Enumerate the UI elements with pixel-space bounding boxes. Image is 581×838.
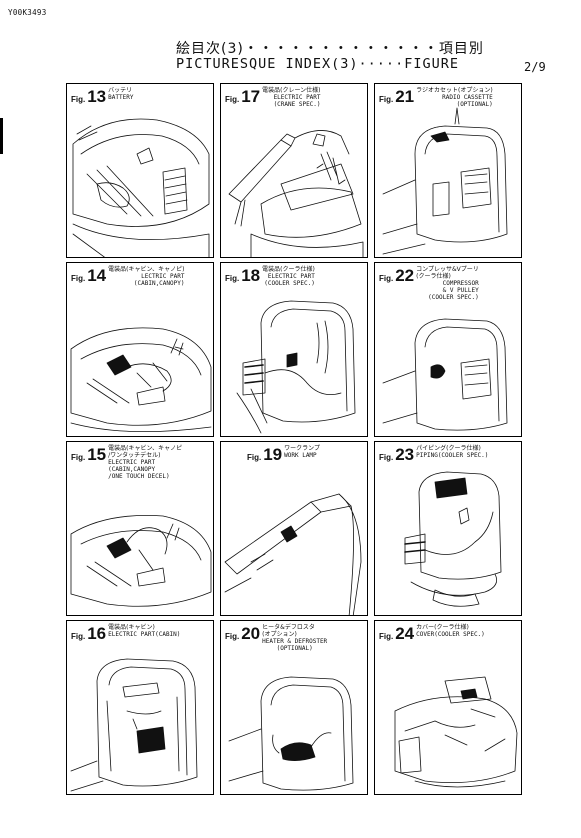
caption-japanese: 電装品(クレーン仕様) bbox=[262, 87, 321, 94]
figure-label: Fig. bbox=[225, 274, 240, 283]
figure-panel-14[interactable]: Fig. 14 電装品(キャビン、キャノピ)LECTRIC PART (CABI… bbox=[66, 262, 214, 437]
caption-japanese: 電装品(キャビン、キャノピ) bbox=[108, 266, 185, 273]
caption-english: PIPING(COOLER SPEC.) bbox=[416, 452, 489, 459]
cover-cooler-illustration bbox=[394, 676, 518, 788]
figure-panel-16[interactable]: Fig. 16 電装品(キャビン)ELECTRIC PART(CABIN) bbox=[66, 620, 214, 795]
figure-label: Fig. bbox=[71, 95, 86, 104]
figure-label: Fig. bbox=[225, 95, 240, 104]
caption-japanese: 電装品(キャビン) bbox=[108, 624, 155, 631]
caption-japanese: ワークランプ bbox=[284, 445, 320, 452]
caption-english: ELECTRIC PART(CABIN) bbox=[108, 631, 181, 638]
figure-label: Fig. bbox=[247, 453, 262, 462]
figure-number: 17 bbox=[241, 87, 261, 106]
figure-number: 21 bbox=[395, 87, 415, 106]
caption-english: ELECTRIC PART (COOLER SPEC.) bbox=[264, 273, 315, 287]
battery-illustration bbox=[72, 118, 210, 257]
figure-number: 13 bbox=[87, 87, 107, 106]
caption-japanese: パイピング(クーラ仕様) bbox=[416, 445, 481, 452]
radio-cassette-illustration bbox=[382, 107, 508, 255]
figure-number: 22 bbox=[395, 266, 415, 285]
caption-japanese: 電装品(クーラ仕様) bbox=[262, 266, 315, 273]
electric-part-cabin-illustration bbox=[70, 658, 198, 792]
caption-english: COMPRESSOR & V PULLEY (COOLER SPEC.) bbox=[428, 280, 479, 301]
page-title-japanese: 絵目次(3)・・・・・・・・・・・・・項目別 bbox=[176, 41, 484, 57]
caption-english: LECTRIC PART (CABIN,CANOPY) bbox=[133, 273, 185, 287]
figure-panel-21[interactable]: Fig. 21 ラジオカセット(オプション)RADIO CASSETTE (OP… bbox=[374, 83, 522, 258]
document-id: Y00K3493 bbox=[8, 8, 47, 17]
figure-panel-20[interactable]: Fig. 20 ヒータ&デフロスタ (オプション)HEATER & DEFROS… bbox=[220, 620, 368, 795]
figure-panel-15[interactable]: Fig. 15 電装品(キャビン、キャノピ /ワンタッチデセル)ELECTRIC… bbox=[66, 441, 214, 616]
figure-panel-18[interactable]: Fig. 18 電装品(クーラ仕様)ELECTRIC PART (COOLER … bbox=[220, 262, 368, 437]
figure-number: 16 bbox=[87, 624, 107, 643]
figure-panel-24[interactable]: Fig. 24 カバー(クーラ仕様)COVER(COOLER SPEC.) bbox=[374, 620, 522, 795]
figure-panel-22[interactable]: Fig. 22 コンプレッサ&Vプーリ (クーラ仕様)COMPRESSOR & … bbox=[374, 262, 522, 437]
caption-japanese: カバー(クーラ仕様) bbox=[416, 624, 469, 631]
figure-panel-23[interactable]: Fig. 23 パイピング(クーラ仕様)PIPING(COOLER SPEC.) bbox=[374, 441, 522, 616]
caption-english: COVER(COOLER SPEC.) bbox=[416, 631, 485, 638]
caption-english: ELECTRIC PART (CABIN,CANOPY /ONE TOUCH D… bbox=[108, 459, 170, 480]
figure-number: 15 bbox=[87, 445, 107, 464]
page-number: 2/9 bbox=[524, 60, 546, 74]
electric-part-cooler-illustration bbox=[236, 300, 356, 434]
caption-english: BATTERY bbox=[108, 94, 134, 101]
heater-defroster-illustration bbox=[228, 676, 354, 791]
caption-japanese: 電装品(キャビン、キャノピ /ワンタッチデセル) bbox=[108, 445, 183, 459]
electric-part-decel-illustration bbox=[70, 515, 212, 607]
figure-label: Fig. bbox=[71, 632, 86, 641]
caption-japanese: ヒータ&デフロスタ (オプション) bbox=[262, 624, 315, 638]
caption-english: HEATER & DEFROSTER (OPTIONAL) bbox=[262, 638, 328, 652]
caption-english: ELECTRIC PART (CRANE SPEC.) bbox=[273, 94, 321, 108]
electric-part-cabin-canopy-illustration bbox=[70, 327, 212, 433]
figure-number: 23 bbox=[395, 445, 415, 464]
figure-label: Fig. bbox=[225, 632, 240, 641]
compressor-pulley-illustration bbox=[382, 318, 508, 431]
caption-english: RADIO CASSETTE (OPTIONAL) bbox=[442, 94, 493, 108]
figure-number: 24 bbox=[395, 624, 415, 643]
figure-label: Fig. bbox=[379, 632, 394, 641]
figure-number: 18 bbox=[241, 266, 261, 285]
figure-number: 14 bbox=[87, 266, 107, 285]
figure-label: Fig. bbox=[71, 274, 86, 283]
figure-number: 20 bbox=[241, 624, 261, 643]
caption-japanese: バッテリ bbox=[108, 87, 133, 94]
piping-cooler-illustration bbox=[404, 471, 502, 607]
caption-japanese: コンプレッサ&Vプーリ (クーラ仕様) bbox=[416, 266, 479, 280]
figure-number: 19 bbox=[263, 445, 283, 464]
crane-electric-illustration bbox=[228, 130, 364, 257]
work-lamp-illustration bbox=[224, 493, 362, 615]
caption-english: WORK LAMP bbox=[284, 452, 317, 459]
figure-label: Fig. bbox=[379, 453, 394, 462]
figure-label: Fig. bbox=[71, 453, 86, 462]
margin-mark bbox=[0, 118, 3, 154]
page-title-english: PICTURESQUE INDEX(3)·····FIGURE bbox=[176, 56, 459, 72]
caption-japanese: ラジオカセット(オプション) bbox=[416, 87, 493, 94]
figure-label: Fig. bbox=[379, 95, 394, 104]
figure-label: Fig. bbox=[379, 274, 394, 283]
figure-panel-17[interactable]: Fig. 17 電装品(クレーン仕様)ELECTRIC PART (CRANE … bbox=[220, 83, 368, 258]
